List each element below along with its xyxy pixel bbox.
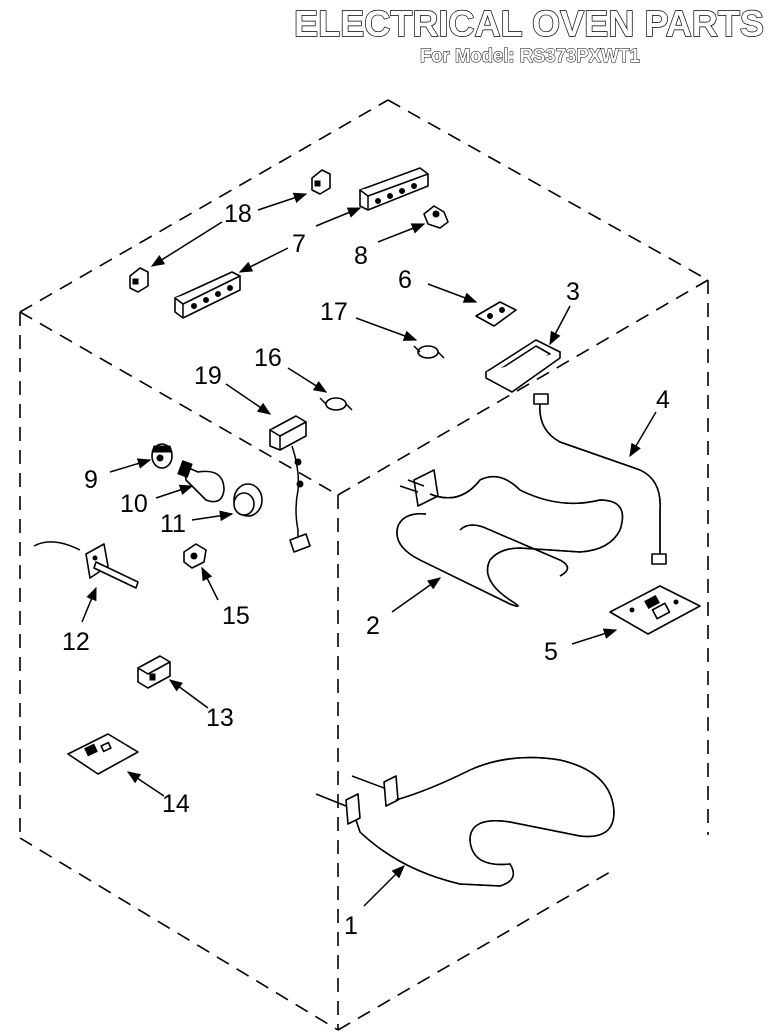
- callout-9: 9: [84, 466, 98, 494]
- arrow-17: [355, 317, 418, 341]
- arrow-5: [571, 628, 618, 645]
- broil-element-2: [396, 469, 624, 607]
- arrow-7-upper: [315, 207, 362, 227]
- callout-13: 13: [206, 704, 234, 732]
- arrow-16: [287, 367, 328, 393]
- arrow-12: [81, 586, 97, 623]
- bake-element-1: [315, 756, 615, 887]
- arrow-10: [155, 484, 194, 499]
- sensor-17: [413, 345, 445, 359]
- lamp-lens-11: [233, 483, 263, 517]
- callout-8: 8: [354, 242, 368, 270]
- callout-14: 14: [162, 790, 190, 818]
- callout-6: 6: [398, 266, 412, 294]
- door-switch-19: [269, 415, 311, 553]
- lamp-socket-9: [151, 443, 173, 469]
- control-board-5: [609, 585, 701, 635]
- control-panel-bar-lower: [174, 271, 241, 319]
- callout-3: 3: [566, 278, 580, 306]
- cabinet-outline: [19, 99, 709, 1031]
- bracket-18-lower: [129, 267, 149, 293]
- callout-4: 4: [656, 386, 670, 414]
- arrow-19: [225, 383, 272, 415]
- terminal-block-13: [137, 655, 171, 689]
- callout-5: 5: [544, 638, 558, 666]
- arrow-2: [391, 577, 442, 613]
- lamp-bulb-10: [177, 460, 225, 503]
- bracket-6: [475, 301, 517, 327]
- arrow-8: [377, 223, 426, 243]
- arrow-13: [168, 679, 209, 709]
- callout-16: 16: [254, 344, 282, 372]
- arrow-11: [191, 510, 234, 522]
- callout-7: 7: [292, 230, 306, 258]
- callout-labels: 18 7 8 6 3 17 16 19 4 9 10 11 15 2 12 5 …: [62, 200, 670, 940]
- callout-2: 2: [366, 612, 380, 640]
- callout-19: 19: [194, 362, 222, 390]
- arrow-14: [126, 771, 165, 797]
- callout-15: 15: [222, 602, 250, 630]
- callout-10: 10: [120, 490, 148, 518]
- clip-15: [183, 543, 207, 569]
- circuit-board-14: [67, 733, 139, 775]
- callout-1: 1: [344, 912, 358, 940]
- arrow-6: [427, 283, 478, 303]
- arrow-18-upper: [257, 192, 308, 211]
- sensor-16: [319, 397, 353, 411]
- arrow-1: [363, 865, 405, 907]
- callout-17: 17: [320, 298, 348, 326]
- wire-harness-4: [533, 393, 667, 565]
- arrow-9: [109, 458, 152, 473]
- bracket-18-upper: [311, 169, 331, 195]
- callout-11: 11: [160, 510, 186, 538]
- control-panel-bar-upper: [359, 167, 429, 211]
- leader-arrows: [81, 192, 657, 907]
- arrow-3: [549, 305, 571, 346]
- callout-12: 12: [62, 628, 90, 656]
- page-title: ELECTRICAL OVEN PARTS: [294, 3, 764, 44]
- display-module-3: [485, 339, 561, 393]
- switch-8: [423, 205, 449, 229]
- arrow-18-lower: [150, 221, 223, 267]
- arrow-15: [201, 566, 219, 601]
- model-subtitle: For Model: RS373PXWT1: [420, 46, 640, 67]
- arrow-7-lower: [238, 247, 289, 273]
- temperature-sensor-12: [33, 541, 139, 589]
- callout-18: 18: [224, 200, 252, 228]
- arrow-4: [629, 411, 657, 458]
